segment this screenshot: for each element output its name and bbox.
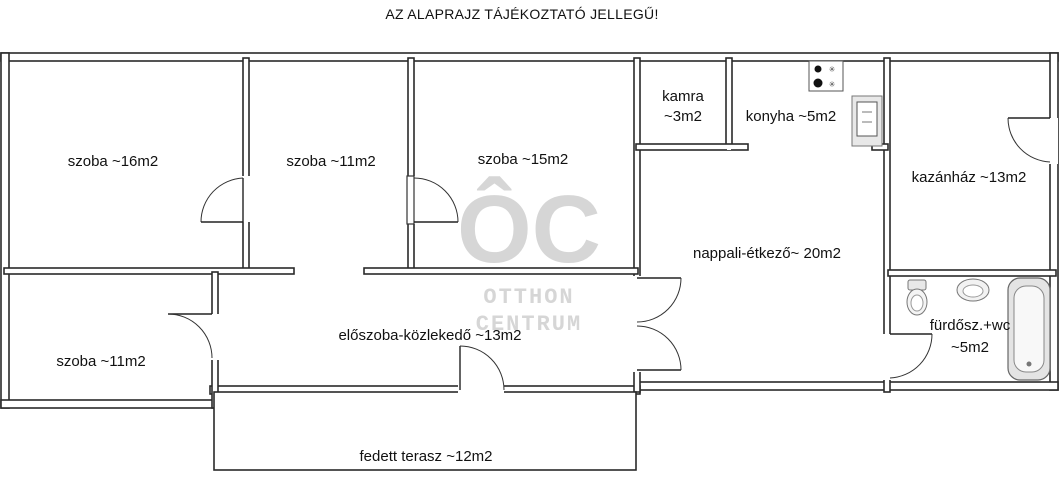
otthon-centrum-watermark: ÔC OTTHON CENTRUM	[457, 175, 601, 337]
sink-icon	[851, 95, 883, 147]
interior-walls	[3, 57, 1057, 409]
room-label-kamra-line1: kamra	[662, 88, 704, 105]
room-label-kamra-line2: ~3m2	[664, 108, 702, 125]
room-label-konyha: konyha ~5m2	[746, 108, 836, 125]
room-label-szoba15: szoba ~15m2	[478, 151, 568, 168]
watermark-line1: OTTHON	[483, 285, 574, 310]
stove-icon: ✳ ✳	[808, 60, 844, 92]
terrace	[213, 391, 637, 471]
room-label-kazanhaz: kazánház ~13m2	[912, 169, 1027, 186]
bathtub-icon	[1007, 277, 1051, 381]
room-label-szoba16: szoba ~16m2	[68, 153, 158, 170]
room-label-terasz: fedett terasz ~12m2	[360, 448, 493, 465]
room-label-eloszoba: előszoba-közlekedő ~13m2	[338, 327, 521, 344]
room-label-furdo-line2: ~5m2	[951, 339, 989, 356]
room-labels: szoba ~16m2 szoba ~11m2 szoba ~15m2 kamr…	[56, 88, 1026, 465]
room-label-nappali: nappali-étkező~ 20m2	[693, 245, 841, 262]
room-label-furdo-line1: fürdősz.+wc	[930, 317, 1011, 334]
plan-title: AZ ALAPRAJZ TÁJÉKOZTATÓ JELLEGŰ!	[385, 6, 658, 22]
svg-text:✳: ✳	[829, 65, 836, 74]
room-label-szoba11b: szoba ~11m2	[56, 353, 145, 370]
washbasin-icon	[956, 278, 990, 302]
watermark-line2: CENTRUM	[476, 312, 582, 337]
room-label-szoba11a: szoba ~11m2	[286, 153, 375, 170]
svg-text:✳: ✳	[829, 80, 836, 89]
watermark-logo: ÔC	[457, 175, 601, 283]
doors	[167, 117, 1058, 395]
toilet-icon	[906, 279, 928, 316]
